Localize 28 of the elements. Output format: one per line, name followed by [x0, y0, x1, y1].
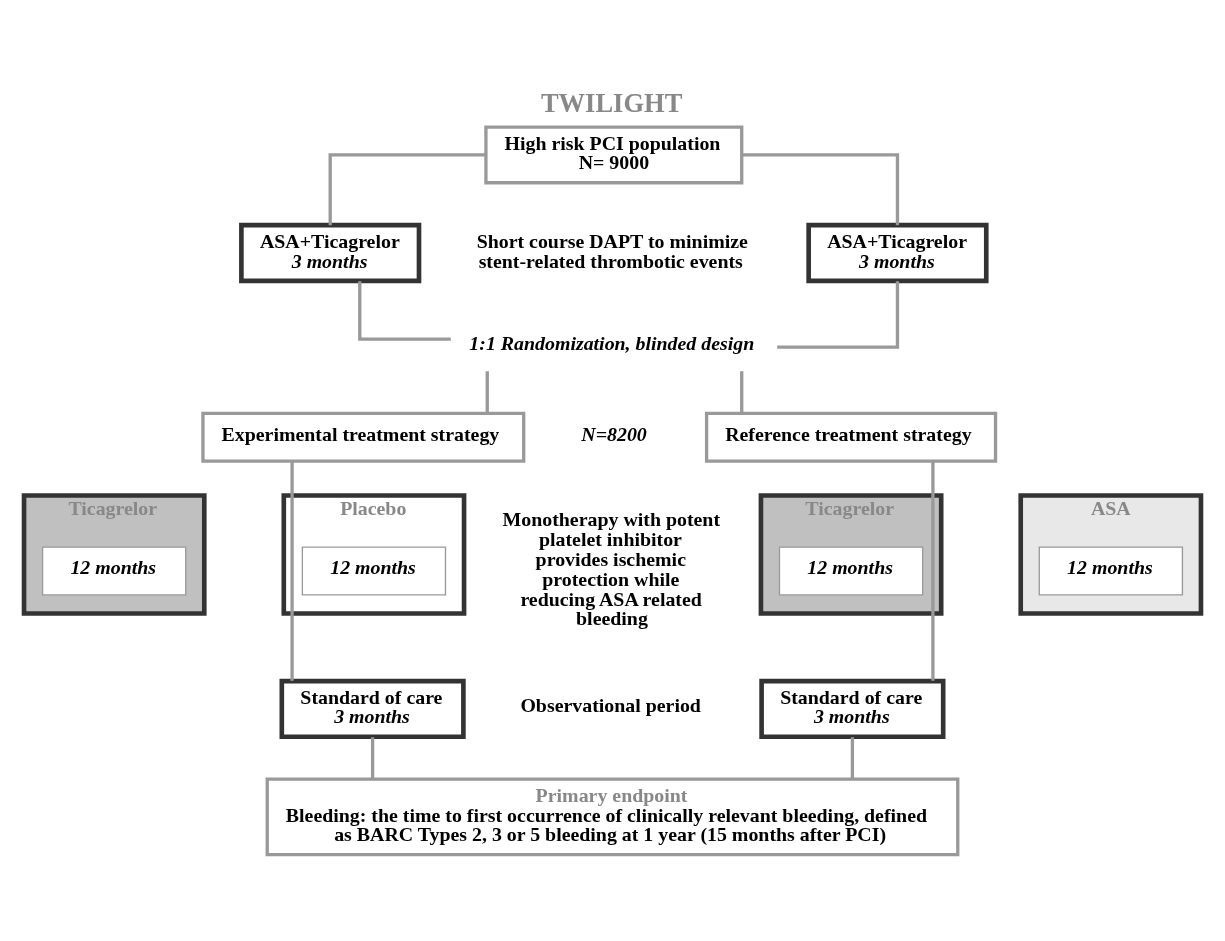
- node-box: Experimental treatment strategy: [201, 411, 526, 463]
- diagram-title: TWILIGHT: [540, 87, 683, 118]
- connector: [777, 280, 900, 349]
- connector: [931, 460, 935, 681]
- node-box: High risk PCI population N= 9000: [484, 124, 744, 184]
- label: Short course DAPT to minimize stent-related thrombotic events: [476, 229, 748, 272]
- node-box: 12 months: [778, 546, 924, 596]
- connector: [370, 736, 375, 779]
- connector: [485, 370, 489, 413]
- connector: [290, 460, 294, 681]
- label: Monotherapy with potent platelet inhibitor provides ischemic protection while reducing ASA related bleeding: [502, 507, 721, 629]
- node-box: 12 months: [1038, 546, 1184, 596]
- node-box: Reference treatment strategy: [704, 411, 998, 463]
- connector: [358, 280, 451, 341]
- node-box: Standard of care 3 months: [759, 678, 946, 739]
- node-box: ASA+Ticagrelor 3 months: [239, 222, 422, 283]
- node-box: 12 months: [41, 546, 187, 596]
- node-box: ASA+Ticagrelor 3 months: [806, 222, 989, 283]
- connector: [328, 152, 486, 225]
- connector: [850, 736, 855, 779]
- node-text: 1:1 Randomization, blinded design: [469, 331, 755, 354]
- node-box: Primary endpoint Bleeding: the time to first occurrence of clinically relevant bleeding, defined as BARC Types 2, 3 or 5 bleeding at 1 year (15 months after PCI): [265, 777, 960, 856]
- connector: [740, 370, 744, 413]
- node-box: 12 months: [301, 546, 447, 596]
- label: N=8200: [581, 422, 647, 445]
- label: Observational period: [520, 693, 701, 716]
- connector: [741, 152, 900, 225]
- node-box: Standard of care 3 months: [279, 678, 466, 739]
